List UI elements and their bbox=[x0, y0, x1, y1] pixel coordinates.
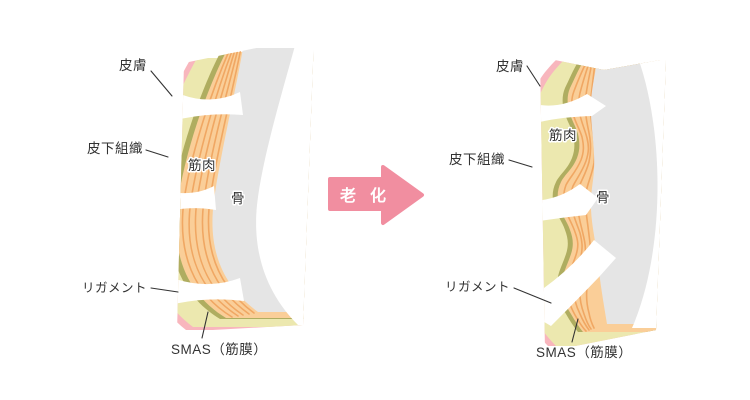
aged-ligament-stretched bbox=[540, 184, 598, 226]
aged-bone-layer bbox=[590, 62, 666, 324]
aged-ligament-stretched bbox=[540, 240, 616, 326]
young-ligament-leader bbox=[150, 287, 179, 293]
young-smas-label: SMAS（筋膜） bbox=[171, 341, 267, 357]
young-background-cut bbox=[256, 42, 314, 325]
aging-arrow-label: 老化 bbox=[339, 186, 400, 205]
young-panel-labels: 皮膚 皮下組織 筋肉 骨 リガメント SMAS（筋膜） bbox=[80, 57, 268, 359]
aged-panel bbox=[540, 58, 666, 346]
aged-smas-leader bbox=[571, 318, 579, 343]
aged-muscle-label: 筋肉 bbox=[549, 127, 577, 143]
young-muscle-label: 筋肉 bbox=[188, 157, 216, 173]
aged-subcutaneous-label: 皮下組織 bbox=[449, 152, 505, 167]
aged-bone-label: 骨 bbox=[596, 190, 610, 205]
aged-skin-leader bbox=[526, 65, 541, 87]
young-skin-label: 皮膚 bbox=[119, 58, 147, 73]
young-ligament-gap bbox=[177, 90, 243, 121]
young-subcutaneous-leader bbox=[145, 149, 169, 158]
aged-ligament-stretched bbox=[540, 94, 606, 124]
young-ligament-gap bbox=[177, 274, 244, 306]
aging-arrow-shape bbox=[328, 165, 424, 225]
aged-ligament-label: リガメント bbox=[445, 280, 510, 294]
young-bone-label: 骨 bbox=[231, 191, 245, 206]
young-panel bbox=[177, 42, 314, 330]
aged-ligament-leader bbox=[513, 287, 552, 304]
aged-panel-labels: 皮膚 筋肉 皮下組織 骨 リガメント SMAS（筋膜） bbox=[443, 58, 633, 362]
young-skin-leader bbox=[150, 70, 173, 97]
aged-smas-label: SMAS（筋膜） bbox=[536, 344, 632, 360]
aging-arrow: 老化 bbox=[328, 165, 424, 225]
aged-subcutaneous-leader bbox=[508, 159, 533, 168]
aged-skin-label: 皮膚 bbox=[496, 59, 524, 74]
young-subcutaneous-label: 皮下組織 bbox=[87, 141, 143, 156]
young-ligament-label: リガメント bbox=[82, 281, 147, 295]
young-smas-leader bbox=[201, 311, 209, 339]
